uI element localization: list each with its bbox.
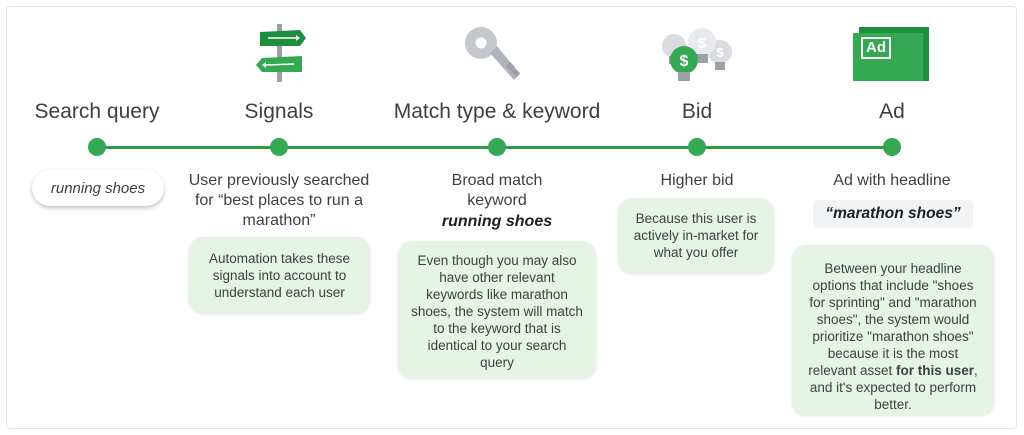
- search-query-pill: running shoes: [32, 170, 164, 206]
- signpost-icon: [256, 24, 306, 82]
- ad-headline-pill: “marathon shoes”: [813, 200, 973, 228]
- svg-text:$: $: [698, 35, 707, 52]
- bid-description: Higher bid: [660, 172, 734, 189]
- timeline-dot-bid: [688, 138, 706, 156]
- match-description: Broad match keyword: [451, 172, 543, 209]
- timeline-dot-search-query: [88, 138, 106, 156]
- money-lightbulb-icon: $ $ $: [662, 28, 732, 81]
- timeline-dot-signals: [270, 138, 288, 156]
- ad-card-text-end: , and it's expected to perform better.: [809, 363, 978, 412]
- stage-title-signals: Signals: [244, 100, 314, 123]
- stage-title-search-query: Search query: [34, 100, 160, 123]
- match-keyword: running shoes: [441, 213, 553, 230]
- timeline-dot-ad: [883, 138, 901, 156]
- svg-text:$: $: [716, 45, 724, 60]
- bid-card: Because this user is actively in-market …: [618, 198, 774, 273]
- ad-description: Ad with headline: [833, 172, 951, 189]
- signals-description: User previously searched for “best place…: [188, 172, 370, 229]
- diagram-frame: [6, 6, 1017, 429]
- match-card: Even though you may also have other rele…: [398, 241, 596, 378]
- ad-icon-label: Ad: [861, 37, 891, 59]
- key-icon: [465, 27, 520, 80]
- ad-card-emphasis: for this user: [896, 363, 975, 378]
- svg-text:$: $: [680, 53, 689, 70]
- signals-card: Automation takes these signals into acco…: [189, 237, 370, 313]
- ad-icon: Ad: [853, 27, 929, 81]
- ad-card: Between your headline options that inclu…: [792, 245, 994, 415]
- ad-card-text: Between your headline options that inclu…: [808, 261, 977, 378]
- stage-title-bid: Bid: [681, 100, 713, 123]
- stage-title-ad: Ad: [879, 100, 905, 123]
- timeline-dot-match-type: [488, 138, 506, 156]
- stage-title-match-type: Match type & keyword: [393, 100, 601, 123]
